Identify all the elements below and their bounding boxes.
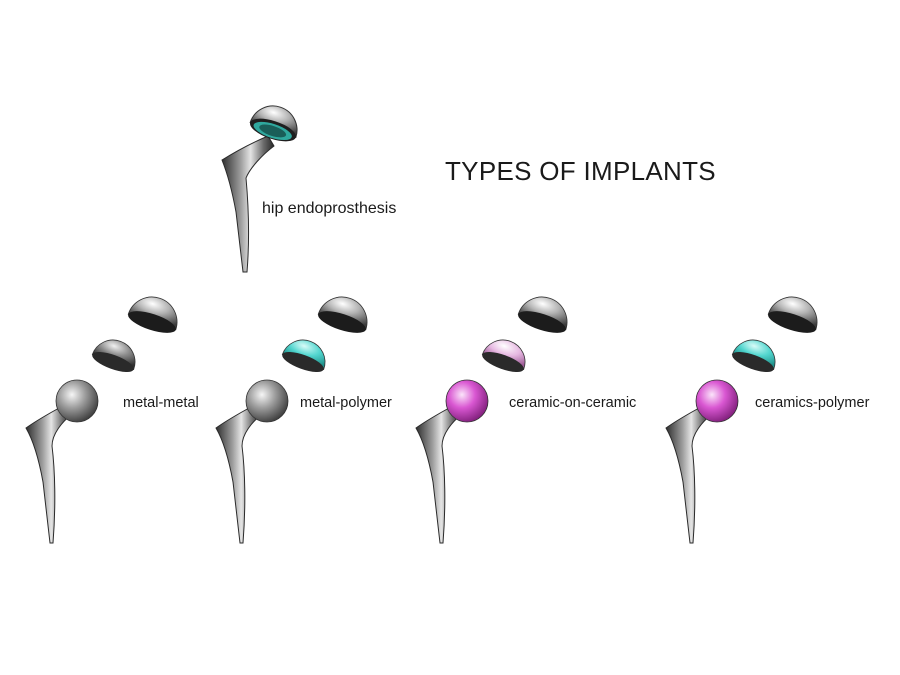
acetabular-liner (281, 339, 326, 372)
implant-assembly (215, 296, 368, 544)
implant-assembly (25, 296, 178, 544)
acetabular-liner (91, 339, 136, 372)
acetabular-liner (481, 339, 526, 372)
femoral-head-ball (245, 379, 289, 423)
type-label-ceramic-on-ceramic: ceramic-on-ceramic (509, 395, 637, 411)
implant-assembly (415, 296, 568, 544)
femoral-head-ball (695, 379, 739, 423)
implant-types-group (25, 296, 818, 544)
femoral-stem (665, 403, 713, 544)
acetabular-shell (127, 296, 178, 333)
femoral-head-ball (55, 379, 99, 423)
femoral-head-ball (445, 379, 489, 423)
type-label-ceramics-polymer: ceramics-polymer (755, 395, 870, 411)
acetabular-shell (317, 296, 368, 333)
diagram-title: TYPES OF IMPLANTS (445, 156, 716, 186)
femoral-stem (25, 403, 73, 544)
implant-assembly (665, 296, 818, 544)
acetabular-shell (517, 296, 568, 333)
acetabular-liner (731, 339, 776, 372)
type-label-metal-polymer: metal-polymer (300, 395, 392, 411)
type-label-metal-metal: metal-metal (123, 395, 199, 411)
hip-endoprosthesis-illustration (221, 105, 298, 273)
acetabular-shell (767, 296, 818, 333)
femoral-stem (215, 403, 263, 544)
main-implant-label: hip endoprosthesis (262, 200, 397, 217)
femoral-stem (415, 403, 463, 544)
